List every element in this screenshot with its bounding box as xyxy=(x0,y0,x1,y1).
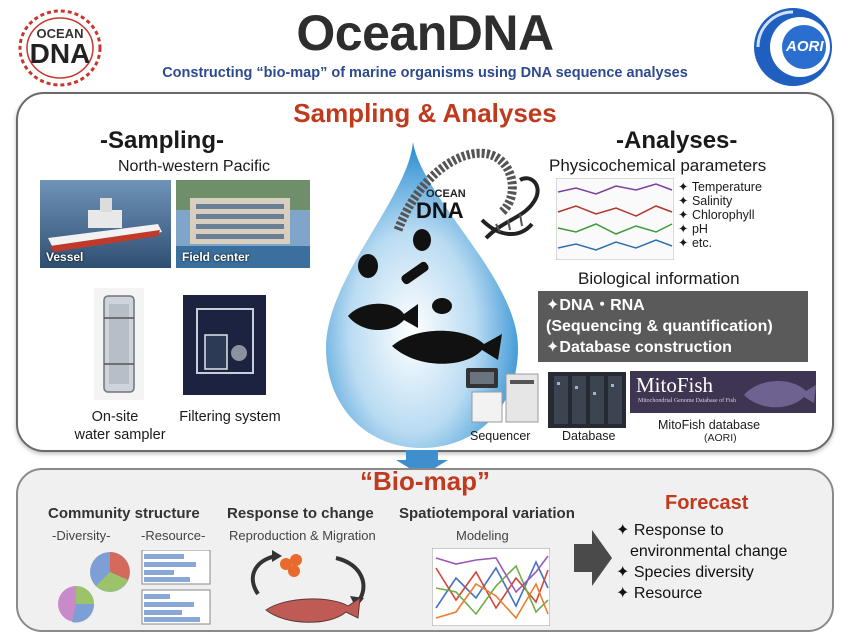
drop-dna-logo-dna: DNA xyxy=(416,198,464,223)
biomap-title: “Bio-map” xyxy=(360,466,490,496)
water-sampler-photo xyxy=(94,288,144,400)
physico-item: ✦ Salinity xyxy=(678,194,733,208)
database-image xyxy=(548,372,626,428)
forecast-item: ✦ Resource xyxy=(616,585,703,602)
bio-item: ✦DNA・RNA xyxy=(546,297,645,314)
filtering-system-label: Filtering system xyxy=(179,409,281,425)
physico-parameter-list: ✦ Temperature ✦ Salinity ✦ Chlorophyll ✦… xyxy=(678,180,762,250)
mitofish-label-sub: (AORI) xyxy=(704,432,737,444)
field-center-label: Field center xyxy=(182,250,250,264)
modeling-line-chart-icon xyxy=(431,547,551,627)
logo-text-dna: DNA xyxy=(29,38,91,69)
response-title: Response to change xyxy=(227,505,374,522)
ocean-dna-logo: OCEAN DNA xyxy=(16,8,104,88)
bio-item: ✦Database construction xyxy=(546,339,732,356)
database-label: Database xyxy=(562,429,616,443)
drop-dna-logo-ocean: OCEAN xyxy=(426,188,466,200)
sampling-region: North-western Pacific xyxy=(118,158,271,175)
forecast-item: environmental change xyxy=(630,543,788,560)
logo-text-ocean: OCEAN xyxy=(36,26,84,41)
community-diversity-label: -Diversity- xyxy=(52,528,111,543)
community-resource-label: -Resource- xyxy=(141,528,206,543)
mitofish-label: MitoFish database xyxy=(658,418,761,432)
bio-info-box: ✦DNA・RNA (Sequencing & quantification) ✦… xyxy=(538,291,808,362)
vessel-label: Vessel xyxy=(46,250,84,264)
filtering-system-photo xyxy=(183,295,266,395)
page-subtitle: Constructing “bio-map” of marine organis… xyxy=(162,65,688,81)
water-sampler-label-2: water sampler xyxy=(74,427,166,443)
forecast-item: ✦ Species diversity xyxy=(616,564,754,581)
spatiotemporal-title: Spatiotemporal variation xyxy=(399,505,575,522)
water-sampler-label-1: On-site xyxy=(91,409,139,425)
community-title: Community structure xyxy=(48,505,200,522)
forecast-title: Forecast xyxy=(665,492,749,514)
field-center-photo: Field center xyxy=(176,180,310,268)
aori-logo: AORI xyxy=(750,6,836,88)
physico-item: ✦ etc. xyxy=(678,236,713,250)
bar-charts-icon xyxy=(140,549,212,626)
mitofish-logo-sub: Mitochondrial Genome Database of Fish xyxy=(638,398,736,404)
mitofish-logo: MitoFish xyxy=(636,373,714,397)
physico-item: ✦ Temperature xyxy=(678,180,762,194)
mitofish-banner: MitoFish Mitochondrial Genome Database o… xyxy=(630,371,816,413)
physico-item: ✦ pH xyxy=(678,222,708,236)
sampling-analyses-title: Sampling & Analyses xyxy=(293,98,557,128)
bio-info-title: Biological information xyxy=(578,269,740,288)
dna-helix-icon xyxy=(476,168,546,244)
down-arrow-icon xyxy=(394,450,450,476)
right-arrow-icon xyxy=(574,530,612,586)
analyses-heading: -Analyses- xyxy=(616,127,738,154)
sampling-heading: -Sampling- xyxy=(100,127,224,154)
sequencer-image xyxy=(462,364,542,426)
physico-item: ✦ Chlorophyll xyxy=(678,208,755,222)
bio-item: (Sequencing & quantification) xyxy=(546,318,773,335)
aori-logo-text: AORI xyxy=(786,38,824,55)
pie-charts-icon xyxy=(52,548,136,628)
migration-cycle-icon xyxy=(236,546,376,628)
vessel-photo: Vessel xyxy=(40,180,171,268)
forecast-item: ✦ Response to xyxy=(616,522,724,539)
response-sub: Reproduction & Migration xyxy=(229,528,376,543)
sequencer-label: Sequencer xyxy=(470,429,531,443)
page-title: OceanDNA xyxy=(296,5,554,61)
spatiotemporal-sub: Modeling xyxy=(456,528,509,543)
physico-chart-image xyxy=(555,177,675,261)
physico-title: Physicochemical parameters xyxy=(549,156,767,175)
forecast-list: ✦ Response to environmental change ✦ Spe… xyxy=(616,520,787,604)
